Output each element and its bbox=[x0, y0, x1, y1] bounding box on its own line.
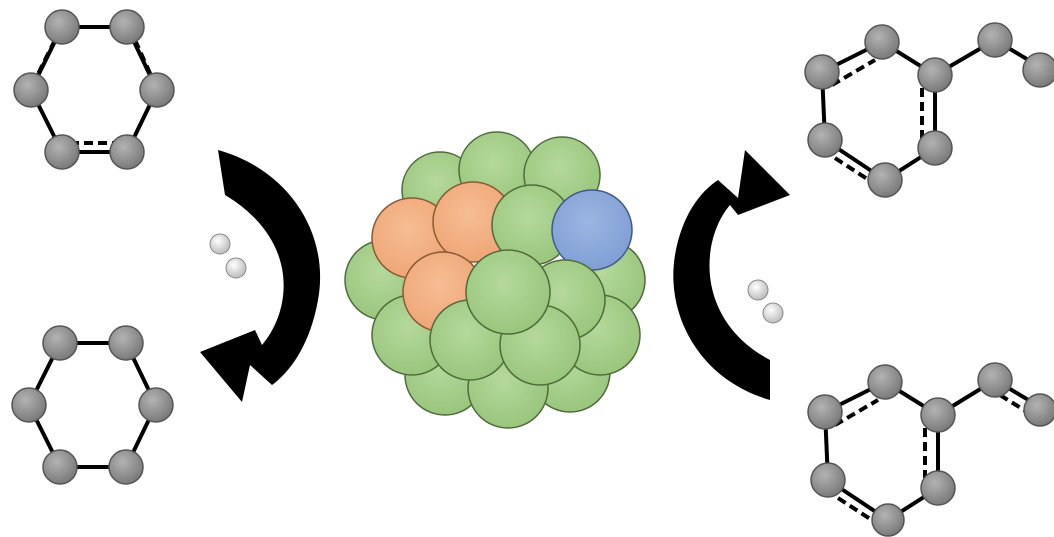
styrene-molecule bbox=[805, 23, 1054, 197]
hydrogen-molecule-icon bbox=[210, 234, 246, 278]
curved-arrow-icon bbox=[200, 150, 320, 402]
cyclohexane-molecule bbox=[12, 326, 173, 484]
nanocluster-icon bbox=[345, 132, 645, 428]
hydrogen-molecule-icon bbox=[748, 280, 783, 323]
phenyl-alkene-molecule bbox=[808, 363, 1054, 536]
benzene-molecule bbox=[14, 10, 174, 169]
curved-arrow-icon bbox=[673, 150, 790, 400]
